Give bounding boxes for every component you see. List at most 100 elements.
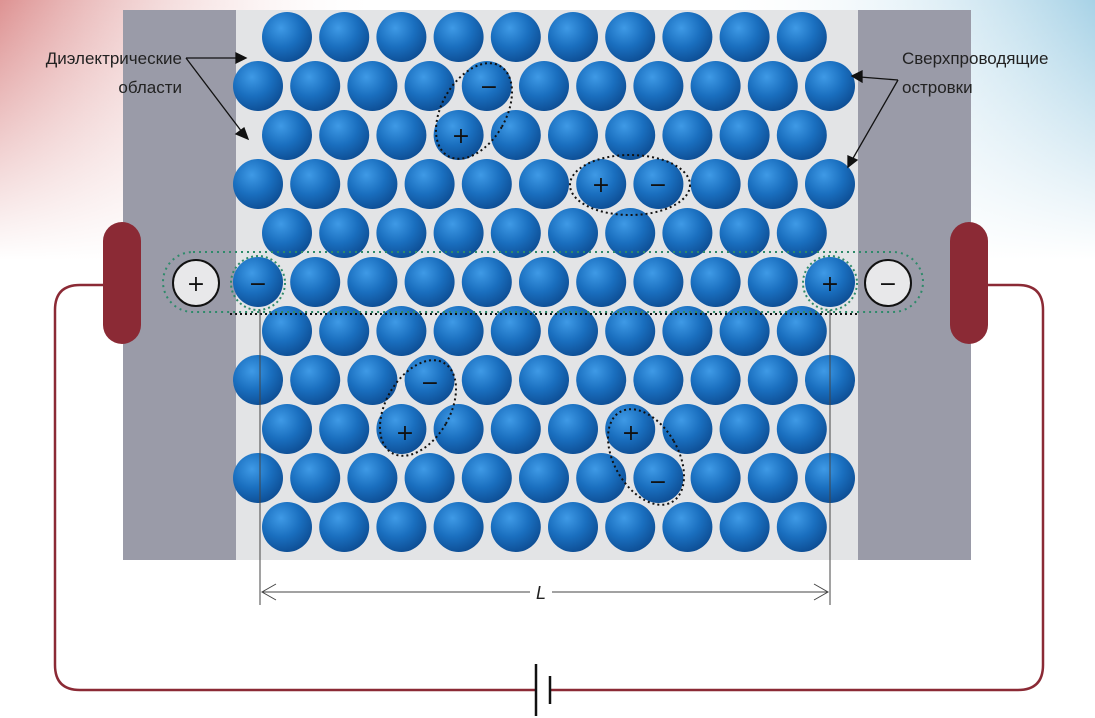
superconducting-island: [691, 355, 741, 405]
superconducting-island: [633, 355, 683, 405]
superconducting-island: [605, 502, 655, 552]
superconducting-island: [662, 110, 712, 160]
superconducting-island: [605, 208, 655, 258]
superconducting-island: [662, 12, 712, 62]
superconducting-island: [576, 61, 626, 111]
superconductor-label-line1: Сверхпроводящие: [902, 49, 1048, 68]
sign-plus-external-left: +: [187, 272, 205, 297]
superconducting-island: [319, 12, 369, 62]
superconducting-island: [405, 257, 455, 307]
superconducting-island: [462, 257, 512, 307]
superconducting-island: [548, 404, 598, 454]
superconducting-island: [262, 502, 312, 552]
sign-minus-external-right: −: [879, 272, 897, 297]
superconducting-island: [519, 257, 569, 307]
superconducting-island: [805, 61, 855, 111]
superconducting-island: [691, 61, 741, 111]
superconducting-island: [319, 404, 369, 454]
superconducting-island: [290, 159, 340, 209]
superconducting-island: [376, 502, 426, 552]
sign-plus-chain-right: +: [821, 272, 839, 297]
superconducting-island: [662, 306, 712, 356]
superconducting-island: [434, 208, 484, 258]
superconducting-island: [691, 159, 741, 209]
superconducting-island: [748, 355, 798, 405]
superconducting-island: [633, 257, 683, 307]
superconducting-island: [405, 61, 455, 111]
superconducting-island: [290, 355, 340, 405]
superconducting-island: [720, 110, 770, 160]
sign-plus-pair4: +: [622, 421, 640, 446]
superconducting-island: [777, 110, 827, 160]
superconducting-island: [519, 61, 569, 111]
superconducting-island: [347, 453, 397, 503]
superconducting-island: [491, 208, 541, 258]
superconducting-island: [777, 12, 827, 62]
superconducting-island: [262, 404, 312, 454]
superconducting-island: [376, 12, 426, 62]
sign-minus-pair4: −: [649, 470, 667, 495]
superconducting-island: [519, 159, 569, 209]
superconducting-island: [777, 208, 827, 258]
superconducting-island: [262, 208, 312, 258]
superconducting-island: [662, 404, 712, 454]
superconducting-island: [262, 12, 312, 62]
superconducting-island: [491, 404, 541, 454]
dielectric-label-line2: области: [118, 78, 182, 97]
superconducting-island: [548, 502, 598, 552]
superconducting-island: [376, 208, 426, 258]
superconducting-island: [233, 453, 283, 503]
superconducting-island: [462, 159, 512, 209]
superconducting-island: [720, 208, 770, 258]
island-grid: [233, 12, 855, 552]
superconducting-island: [548, 12, 598, 62]
superconducting-island: [691, 257, 741, 307]
superconducting-island: [748, 159, 798, 209]
superconducting-island: [548, 110, 598, 160]
superconducting-island: [233, 355, 283, 405]
superconducting-island: [319, 502, 369, 552]
superconducting-island: [347, 257, 397, 307]
superconducting-island: [519, 355, 569, 405]
superconducting-island: [720, 12, 770, 62]
superconducting-island: [347, 355, 397, 405]
superconducting-island: [633, 61, 683, 111]
left-contact: [103, 222, 141, 344]
superconducting-island: [376, 110, 426, 160]
sign-plus-pair1: +: [452, 124, 470, 149]
superconducting-island: [262, 110, 312, 160]
superconducting-island: [319, 208, 369, 258]
right-contact: [950, 222, 988, 344]
superconducting-island: [434, 502, 484, 552]
superconducting-island: [462, 355, 512, 405]
superconducting-island: [519, 453, 569, 503]
superconducting-island: [720, 404, 770, 454]
superconducting-island: [347, 61, 397, 111]
superconducting-island: [548, 208, 598, 258]
sign-minus-pair3: −: [421, 371, 439, 396]
superconducting-island: [434, 12, 484, 62]
superconducting-island: [605, 110, 655, 160]
superconducting-island: [233, 159, 283, 209]
superconducting-island: [777, 404, 827, 454]
superconducting-island: [347, 159, 397, 209]
superconducting-island: [576, 355, 626, 405]
superconducting-island: [720, 306, 770, 356]
superconducting-island: [405, 159, 455, 209]
sign-plus-pair2: +: [592, 173, 610, 198]
superconducting-island: [662, 208, 712, 258]
length-label: L: [536, 583, 546, 603]
superconducting-island: [720, 502, 770, 552]
sign-minus-pair2: −: [649, 173, 667, 198]
superconducting-island: [319, 110, 369, 160]
superconducting-island: [748, 61, 798, 111]
superconducting-island: [290, 453, 340, 503]
superconducting-island: [691, 453, 741, 503]
superconducting-island: [576, 453, 626, 503]
sign-minus-chain-left: −: [249, 272, 267, 297]
superconducting-island: [491, 502, 541, 552]
superconducting-island: [290, 61, 340, 111]
superconducting-island: [605, 12, 655, 62]
